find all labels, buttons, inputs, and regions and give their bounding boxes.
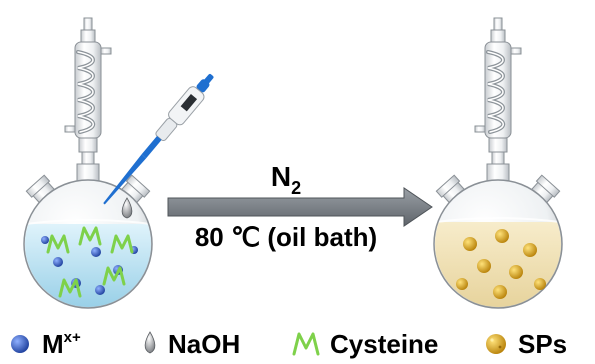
sp-particle-icon xyxy=(456,278,468,290)
sp-particle-icon xyxy=(534,278,546,290)
left-flask-cysteine xyxy=(46,226,134,298)
metal-ion-icon xyxy=(53,257,63,267)
right-flask-particles xyxy=(456,229,546,299)
cysteine-icon xyxy=(78,226,102,246)
legend-cysteine: Cysteine xyxy=(292,329,438,359)
gas-label: N2 xyxy=(271,161,301,198)
sp-particle-icon xyxy=(486,334,506,354)
metal-ion-icon xyxy=(91,247,101,257)
sp-particle-icon xyxy=(509,265,523,279)
sp-particle-icon xyxy=(463,237,477,251)
legend-naoh-label: NaOH xyxy=(168,329,240,359)
metal-ion-icon xyxy=(11,335,29,353)
legend-sps: SPs xyxy=(486,329,567,359)
legend-naoh: NaOH xyxy=(144,329,240,359)
legend: Mx+ NaOH Cysteine SPs xyxy=(11,329,567,359)
naoh-droplet-icon xyxy=(144,331,156,354)
metal-ion-icon xyxy=(95,285,105,295)
sp-particle-icon xyxy=(493,285,507,299)
sp-particle-icon xyxy=(523,243,537,257)
metal-ion-icon xyxy=(41,236,49,244)
sp-particle-icon xyxy=(477,259,491,273)
cysteine-icon xyxy=(110,234,134,254)
legend-sps-label: SPs xyxy=(518,329,567,359)
naoh-droplet-icon xyxy=(121,197,133,219)
cysteine-icon xyxy=(292,332,320,356)
legend-metal-ion-label: Mx+ xyxy=(42,329,81,359)
cysteine-icon xyxy=(58,278,82,298)
legend-cysteine-label: Cysteine xyxy=(330,329,438,359)
right-reaction-flask xyxy=(432,16,564,310)
cysteine-icon xyxy=(46,234,70,254)
left-reaction-flask xyxy=(22,16,154,310)
cysteine-icon xyxy=(102,266,126,286)
reaction-arrow xyxy=(167,187,433,227)
pipette-icon xyxy=(103,73,214,205)
sp-particle-icon xyxy=(495,229,509,243)
legend-metal-ion: Mx+ xyxy=(11,329,81,359)
condition-label: 80 ℃ (oil bath) xyxy=(195,222,377,252)
